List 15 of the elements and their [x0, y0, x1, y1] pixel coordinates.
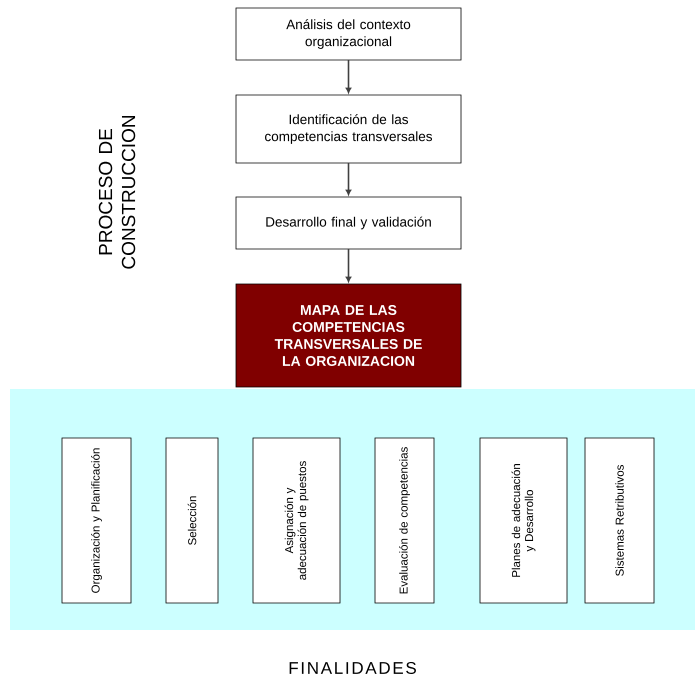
purpose-box: Sistemas Retributivos: [584, 438, 654, 604]
arrow: [346, 249, 352, 282]
arrow: [346, 163, 352, 196]
panel-heading: FINALIDADES: [290, 662, 416, 674]
purpose-box: Planes de adecuación y Desarrollo: [480, 438, 568, 604]
process-box: Análisis del contexto organizacional: [236, 8, 462, 60]
purpose-box: Evaluación de competencias: [374, 438, 434, 604]
purpose-box: Organización y Planificación: [62, 438, 132, 604]
purpose-box: Asignación y adecuación de puestos: [252, 438, 340, 604]
process-box: Identificación de las competencias transversales: [236, 94, 462, 164]
process-box: Desarrollo final y validación: [236, 196, 462, 250]
result-box: MAPA DE LAS COMPETENCIAS TRANSVERSALES DE LA ORGANIZACION: [236, 284, 462, 388]
purpose-box: Selección: [166, 438, 218, 604]
section-label: PROCESO DE CONSTRUCCION: [98, 116, 136, 269]
arrow: [346, 60, 352, 94]
